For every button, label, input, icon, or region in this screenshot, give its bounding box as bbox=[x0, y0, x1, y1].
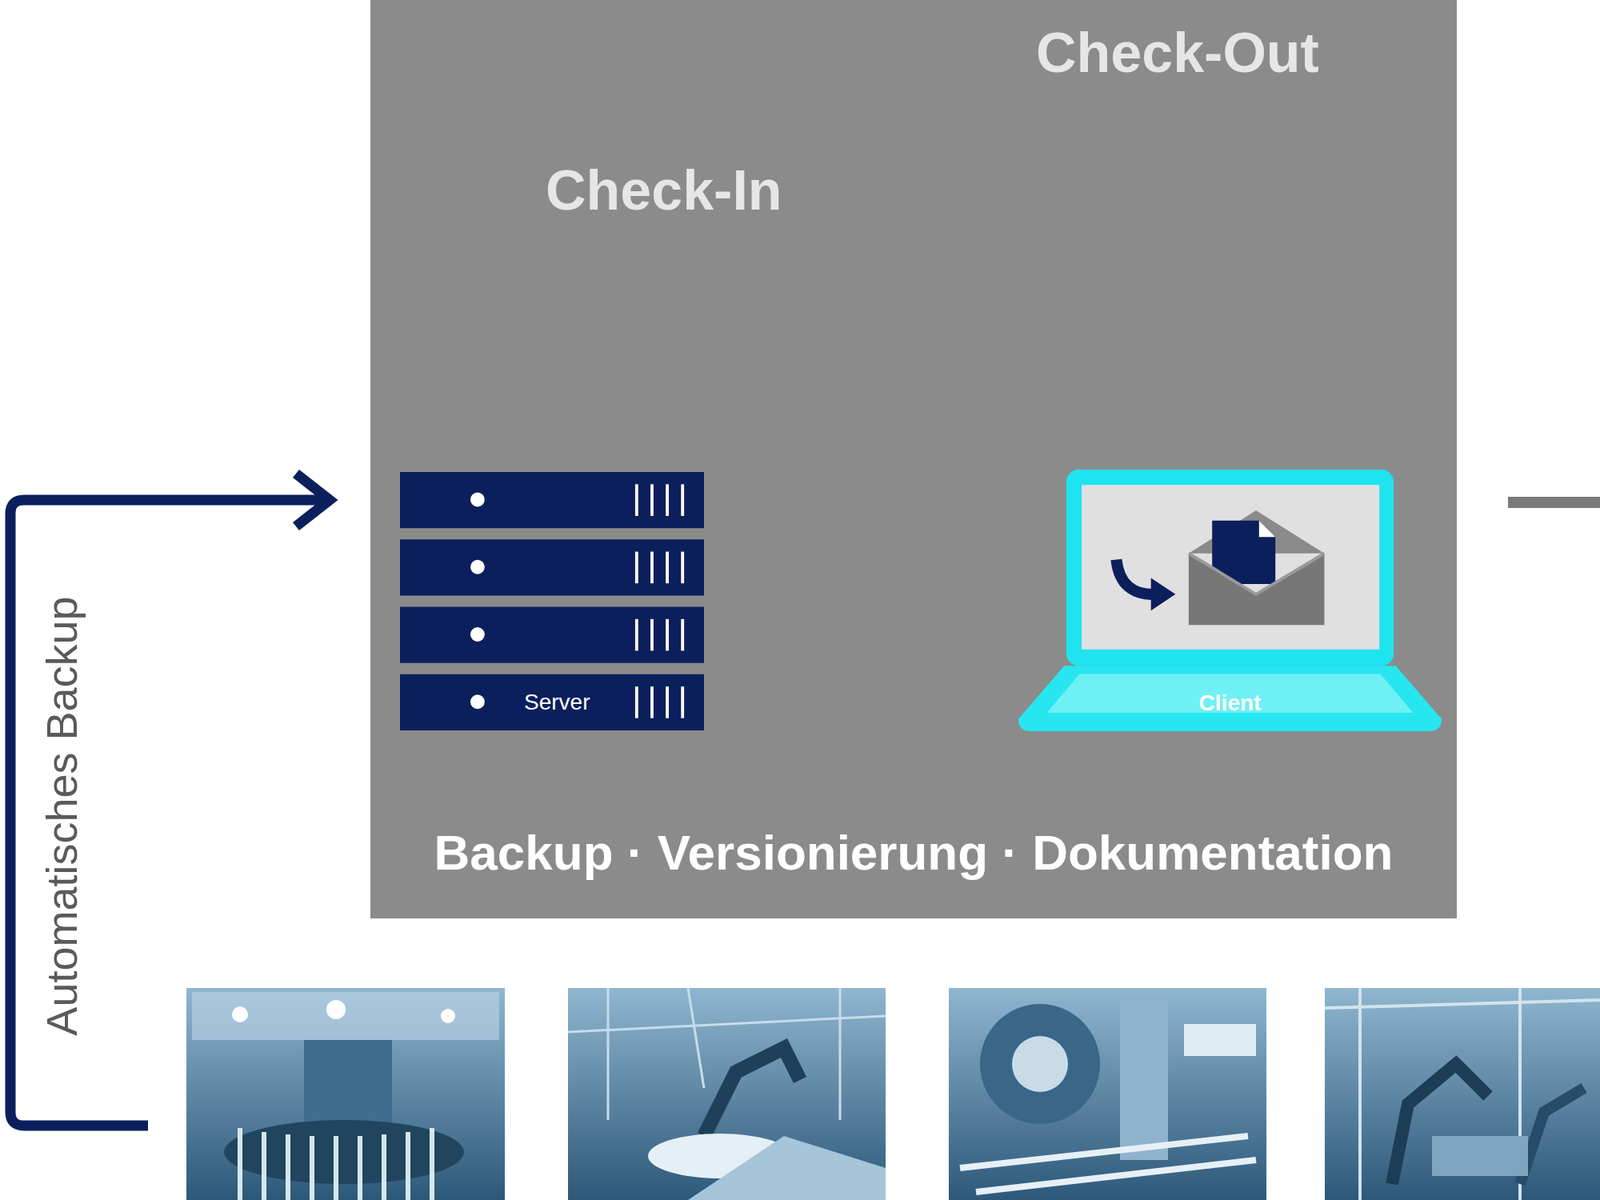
photo-hub bbox=[1012, 1036, 1068, 1092]
envelope-icon bbox=[1188, 510, 1325, 625]
exit-line bbox=[1508, 496, 1600, 508]
robot-cell-photo bbox=[568, 988, 886, 1200]
arrow-label: Check-Out bbox=[1036, 24, 1320, 81]
system-panel: Server ClientBackup · Versionierung · Dok… bbox=[370, 0, 1457, 919]
photo-column bbox=[1120, 1000, 1168, 1160]
incoming-arrow-icon bbox=[1116, 559, 1176, 611]
server-unit bbox=[400, 674, 704, 731]
photo-floor bbox=[688, 1136, 886, 1200]
server-unit bbox=[400, 539, 704, 596]
backup-label: Automatisches Backup bbox=[40, 596, 84, 1036]
photo-bottles bbox=[240, 1128, 432, 1200]
photo-light bbox=[440, 1008, 456, 1024]
server-node: Server bbox=[400, 472, 704, 731]
panel-caption: Backup · Versionierung · Dokumentation bbox=[370, 828, 1457, 878]
assembly-line-photo bbox=[1324, 988, 1600, 1200]
machine-photo bbox=[948, 988, 1267, 1200]
photo-frame bbox=[1324, 988, 1600, 1200]
photo-light bbox=[232, 1006, 248, 1023]
backup-arrowhead bbox=[296, 473, 330, 527]
laptop-base bbox=[1018, 665, 1442, 732]
photo-robot-arm bbox=[704, 1048, 800, 1136]
panel-shape bbox=[370, 0, 1457, 919]
laptop-lid bbox=[1066, 469, 1394, 666]
photo-car-body bbox=[1432, 1136, 1528, 1176]
photo-background bbox=[186, 988, 505, 1200]
photo-background bbox=[568, 988, 886, 1200]
photo-background bbox=[948, 988, 1267, 1200]
panel-fill bbox=[370, 0, 1457, 919]
server-label: Server bbox=[524, 691, 590, 714]
client-label: Client bbox=[1018, 692, 1442, 715]
arrow-label: Check-In bbox=[545, 162, 783, 219]
photo-robot-arm bbox=[1520, 1088, 1584, 1184]
photo-light bbox=[326, 1000, 346, 1020]
photo-carousel bbox=[224, 1120, 464, 1184]
photo-parts bbox=[960, 1136, 1256, 1192]
photo-background bbox=[1324, 988, 1600, 1200]
photo-ceiling bbox=[192, 992, 500, 1040]
server-unit bbox=[400, 607, 704, 664]
photo-disk bbox=[980, 1004, 1100, 1124]
photo-part bbox=[1184, 1024, 1256, 1056]
laptop-screen bbox=[1081, 484, 1380, 650]
factory-photo bbox=[186, 988, 505, 1200]
client-node: Client bbox=[1018, 469, 1442, 732]
server-unit bbox=[400, 472, 704, 528]
